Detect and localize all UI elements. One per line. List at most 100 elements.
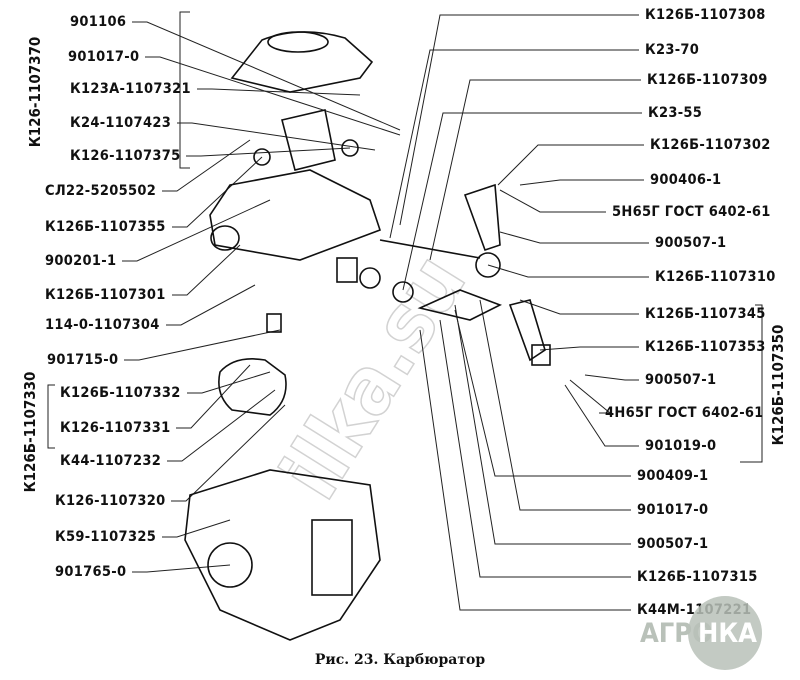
- carburetor-body: [184, 469, 381, 641]
- washer: [341, 139, 359, 157]
- leader-line: [399, 14, 639, 226]
- leader-line: [439, 319, 631, 578]
- leader-line: [454, 304, 631, 545]
- right-part-label: 900507-1: [655, 234, 727, 251]
- group-bracket: [47, 384, 55, 449]
- left-part-label: 901106: [70, 13, 127, 30]
- bracket: [463, 183, 501, 252]
- shaft: [379, 239, 481, 259]
- leader-line: [122, 199, 271, 262]
- right-part-label: К23-55: [648, 104, 703, 121]
- leader-line: [186, 147, 351, 157]
- leader-line: [132, 21, 401, 131]
- logo-text-2: НКА: [698, 618, 757, 649]
- leader-line: [487, 264, 649, 278]
- right-part-label: К126Б-1107310: [655, 268, 776, 285]
- left-part-label: К59-1107325: [55, 528, 157, 545]
- right-part-label: К126Б-1107353: [645, 338, 766, 355]
- leader-line: [124, 329, 281, 361]
- left-part-label: К126-1107320: [55, 492, 166, 509]
- leader-line: [162, 519, 231, 538]
- right-part-label: К126Б-1107315: [637, 568, 758, 585]
- needle-valve: [266, 313, 282, 333]
- left-part-label: К126Б-1107355: [45, 218, 166, 235]
- group-label-1107330: К126Б-1107330: [21, 371, 39, 493]
- left-part-label: К44-1107232: [60, 452, 162, 469]
- throttle-lever: [417, 289, 502, 321]
- left-part-label: СЛ22-5205502: [45, 182, 157, 199]
- leader-line: [197, 88, 361, 96]
- top-cover: [230, 31, 374, 93]
- gasket-plate: [281, 109, 336, 171]
- leader-line: [519, 299, 639, 315]
- leader-line: [429, 79, 641, 261]
- leader-line: [171, 404, 286, 502]
- right-part-label: 901019-0: [645, 437, 717, 454]
- logo-text-1: АГРО: [640, 618, 713, 649]
- group-label-1107370: К126-1107370: [26, 36, 44, 148]
- leader-line: [419, 329, 631, 611]
- right-part-label: 901017-0: [637, 501, 709, 518]
- group-bracket: [179, 11, 190, 169]
- left-part-label: К126Б-1107332: [60, 384, 181, 401]
- mixing-chamber: [311, 519, 353, 596]
- right-part-label: 900507-1: [645, 371, 717, 388]
- ring: [359, 267, 381, 289]
- left-part-label: 900201-1: [45, 252, 117, 269]
- leader-line: [499, 189, 606, 213]
- leader-line: [402, 112, 642, 291]
- leader-line: [569, 379, 612, 414]
- lever-1107345: [508, 299, 546, 362]
- fitting: [210, 225, 240, 251]
- leader-line: [176, 364, 251, 429]
- cap: [253, 148, 271, 166]
- leader-line: [539, 346, 639, 351]
- agro-logo: АГРО НКА: [640, 596, 762, 676]
- leader-line: [479, 299, 631, 511]
- left-part-label: К126Б-1107301: [45, 286, 166, 303]
- right-part-label: К23-70: [645, 41, 700, 58]
- leader-line: [162, 139, 251, 192]
- figure-caption: Рис. 23. Карбюратор: [314, 652, 486, 668]
- left-part-label: 901017-0: [68, 48, 140, 65]
- right-part-label: К126Б-1107308: [645, 6, 766, 23]
- right-part-label: К126Б-1107309: [647, 71, 768, 88]
- left-part-label: К126-1107331: [60, 419, 171, 436]
- left-part-label: 901765-0: [55, 563, 127, 580]
- leader-line: [497, 144, 644, 186]
- leader-line: [172, 156, 263, 228]
- right-part-label: 900409-1: [637, 467, 709, 484]
- leader-line: [172, 244, 241, 296]
- left-part-label: 114-0-1107304: [45, 316, 160, 333]
- right-part-label: 5Н65Г ГОСТ 6402-61: [612, 203, 771, 220]
- right-part-label: 4Н65Г ГОСТ 6402-61: [605, 404, 764, 421]
- left-part-label: К126-1107375: [70, 147, 181, 164]
- leader-line: [145, 56, 401, 136]
- leader-line: [389, 49, 639, 239]
- leader-line: [519, 179, 644, 186]
- float-chamber-cover: [209, 169, 382, 261]
- right-part-label: 900507-1: [637, 535, 709, 552]
- lever-hub: [475, 252, 501, 278]
- flange: [207, 542, 253, 588]
- leader-line: [454, 309, 631, 477]
- right-part-label: К126Б-1107345: [645, 305, 766, 322]
- leader-line: [187, 371, 271, 394]
- group-bracket: [740, 304, 763, 463]
- right-part-label: 900406-1: [650, 171, 722, 188]
- leader-line: [167, 389, 276, 462]
- left-part-label: К24-1107423: [70, 114, 172, 131]
- spring: [336, 257, 358, 283]
- group-label-1107350: К126Б-1107350: [769, 324, 787, 446]
- leader-line: [564, 384, 639, 447]
- cover-boss: [267, 31, 329, 53]
- leader-line: [132, 564, 231, 573]
- leader-line: [166, 284, 256, 326]
- leader-line: [584, 374, 639, 381]
- right-part-label: К126Б-1107302: [650, 136, 771, 153]
- block: [531, 344, 551, 366]
- leader-line: [499, 231, 649, 244]
